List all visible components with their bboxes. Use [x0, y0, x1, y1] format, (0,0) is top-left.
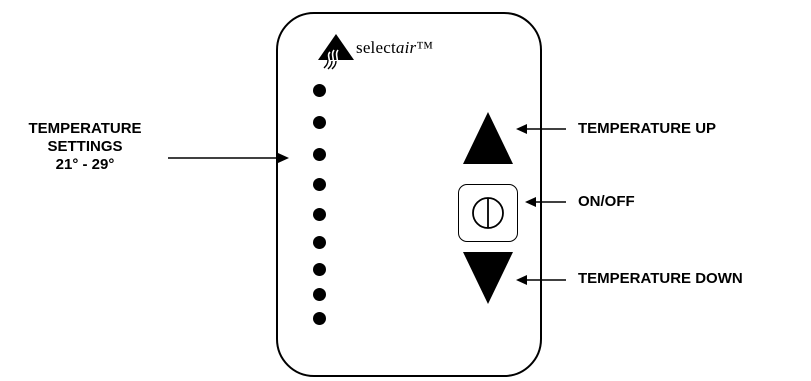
temperature-down-button[interactable] [463, 252, 513, 304]
temperature-indicator-dot [313, 208, 326, 221]
brand-name-italic: air [395, 38, 417, 57]
temperature-up-button[interactable] [463, 112, 513, 164]
brand-logo: selectair™ [316, 30, 433, 70]
temperature-indicator-dot [313, 116, 326, 129]
on-off-arrow [525, 197, 566, 207]
temperature-indicator-dot [313, 312, 326, 325]
settings-range: 21° - 29° [55, 156, 115, 173]
brand-name: selectair™ [356, 38, 433, 58]
temperature-indicator-dot [313, 263, 326, 276]
temperature-indicator-dot [313, 178, 326, 191]
on-off-button[interactable] [458, 184, 518, 242]
temperature-indicator-dot [313, 84, 326, 97]
settings-line-2: SETTINGS [47, 138, 123, 155]
temperature-settings-label: TEMPERATURE SETTINGS 21° - 29° [0, 120, 170, 174]
down-triangle-icon [463, 252, 513, 304]
power-icon [472, 197, 504, 229]
up-triangle-icon [463, 112, 513, 164]
temperature-indicator-dot [313, 236, 326, 249]
down-arrow [516, 275, 566, 285]
settings-arrow [168, 153, 289, 163]
brand-name-plain: select [356, 38, 396, 57]
selectair-logo-icon [318, 34, 354, 70]
up-arrow [516, 124, 566, 134]
on-off-label: ON/OFF [578, 193, 635, 210]
temperature-up-label: TEMPERATURE UP [578, 120, 717, 137]
temperature-indicator-dot [313, 148, 326, 161]
trademark-symbol: ™ [416, 38, 434, 57]
temperature-indicator-dot [313, 288, 326, 301]
settings-line-1: TEMPERATURE [28, 120, 142, 137]
temperature-down-label: TEMPERATURE DOWN [578, 270, 743, 287]
